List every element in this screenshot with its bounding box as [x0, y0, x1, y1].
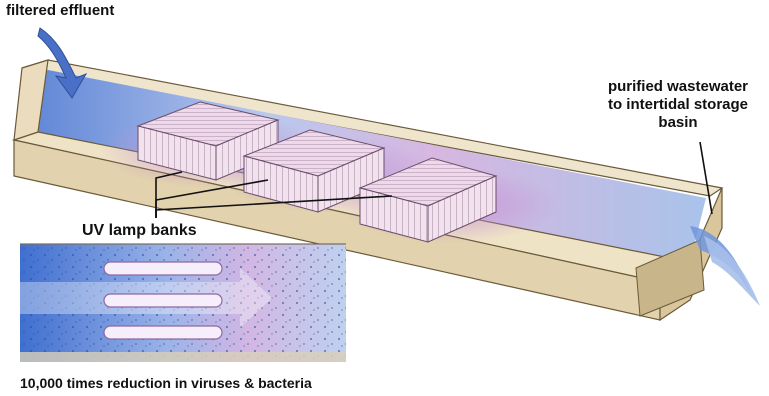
label-filtered-effluent: filtered effluent [6, 2, 114, 20]
label-purified-line-1: purified wastewater [592, 78, 764, 96]
uv-lamp [104, 262, 222, 275]
label-purified-line-2: to intertidal storage [592, 96, 764, 114]
label-purified-line-3: basin [592, 114, 764, 132]
uv-lamp [104, 326, 222, 339]
caption-reduction: 10,000 times reduction in viruses & bact… [20, 374, 312, 392]
inset-detail [20, 244, 346, 362]
uv-lamp [104, 294, 222, 307]
label-purified-wastewater: purified wastewater to intertidal storag… [592, 78, 764, 132]
outflow-water [704, 236, 760, 306]
label-uv-lamp-banks: UV lamp banks [82, 222, 197, 240]
